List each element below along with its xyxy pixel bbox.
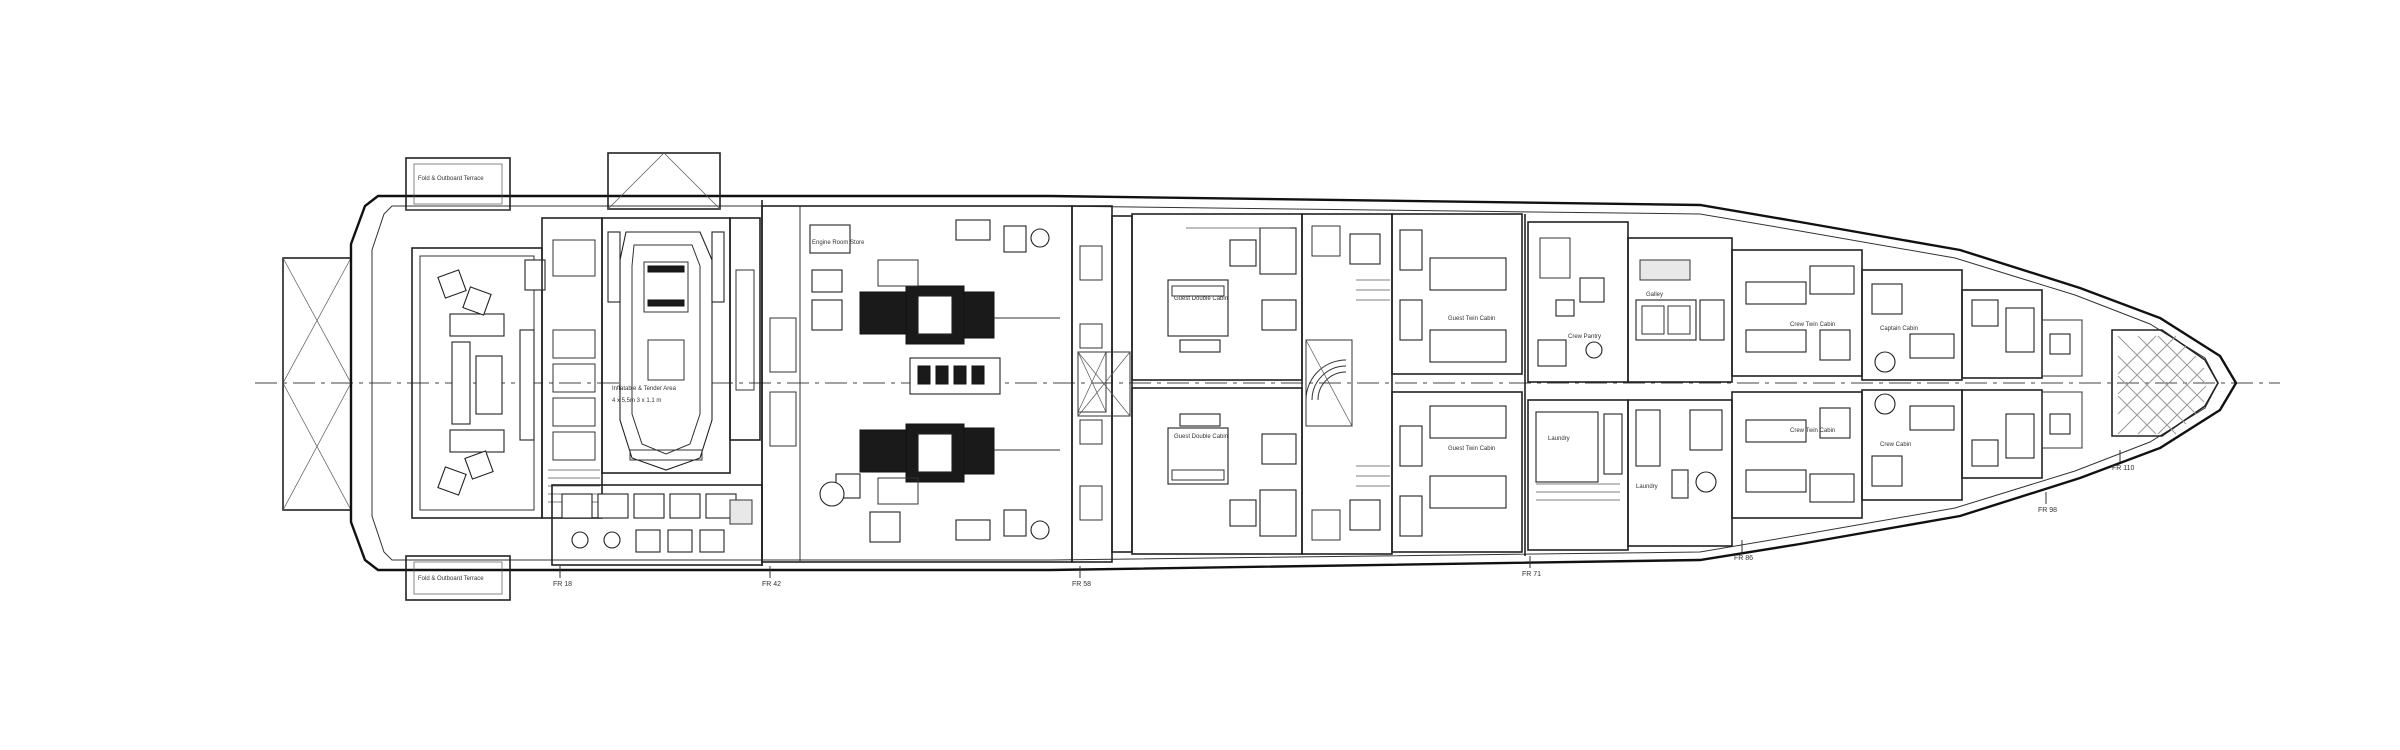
galley-lower-area xyxy=(1627,399,1733,547)
central-staircase xyxy=(1301,213,1393,555)
crew-cabin-stbd-label: Crew Twin Cabin xyxy=(1790,428,1835,434)
frame-label-6: FR 98 xyxy=(2038,507,2057,514)
swim-platform xyxy=(282,257,352,511)
galley-lower-label: Laundry xyxy=(1636,484,1658,490)
garage-door-hatch xyxy=(607,152,721,210)
crew-cabin-port xyxy=(1731,249,1863,377)
fwd-heads xyxy=(1961,289,2083,479)
laundry-label: Laundry xyxy=(1548,436,1570,442)
guest-cabin-port-label: Guest Double Cabin xyxy=(1174,296,1228,302)
cross-passage-hatch xyxy=(1077,351,1131,417)
frame-label-4: FR 71 xyxy=(1522,571,1541,578)
guest-cabin-port xyxy=(1131,213,1303,381)
frame-label-7: FR 110 xyxy=(2112,465,2135,472)
crew-pantry-area xyxy=(1527,221,1629,383)
frame-marks xyxy=(559,450,2121,578)
engine-room xyxy=(761,205,1073,563)
fwd-crew-cabin-label: Crew Cabin xyxy=(1880,442,1911,448)
guest-twin-cabin-stbd xyxy=(1391,391,1523,553)
crew-pantry-label: Crew Pantry xyxy=(1568,334,1601,340)
garage-side-console xyxy=(729,217,761,441)
fwd-crew-cabin xyxy=(1861,389,1963,501)
tender-garage xyxy=(601,217,731,474)
guest-cabin-stbd xyxy=(1131,387,1303,555)
side-terrace-bottom-label: Fold & Outboard Terrace xyxy=(418,576,484,582)
guest-twin-cabin-stbd-label: Guest Twin Cabin xyxy=(1448,446,1495,452)
galley-area xyxy=(1627,237,1733,383)
frame-label-3: FR 58 xyxy=(1072,581,1091,588)
side-terrace-top-label: Fold & Outboard Terrace xyxy=(418,176,484,182)
crew-cabin-port-label: Crew Twin Cabin xyxy=(1790,322,1835,328)
guest-twin-cabin-port-label: Guest Twin Cabin xyxy=(1448,316,1495,322)
guest-corridor-aft xyxy=(1079,215,1133,553)
anchor-locker xyxy=(2111,329,2219,437)
crew-cabin-stbd xyxy=(1731,391,1863,519)
engine-room-label: Engine Room Store xyxy=(812,240,865,246)
guest-cabin-stbd-label: Guest Double Cabin xyxy=(1174,434,1228,440)
captain-cabin-label: Captain Cabin xyxy=(1880,326,1918,332)
side-terrace-top xyxy=(405,157,511,211)
tender-garage-label: Inflatable & Tender Area xyxy=(612,386,677,392)
frame-label-5: FR 86 xyxy=(1734,555,1753,562)
guest-twin-cabin-port xyxy=(1391,213,1523,375)
side-terrace-bottom xyxy=(405,555,511,601)
tender-garage-sublabel: 4 x 5,5m 3 x 1.1 m xyxy=(612,398,661,404)
frame-label-1: FR 18 xyxy=(553,581,572,588)
galley-label: Galley xyxy=(1646,292,1663,298)
aft-stores xyxy=(541,217,603,519)
captain-cabin xyxy=(1861,269,1963,381)
hull-outline xyxy=(349,194,2238,572)
laundry-area xyxy=(1527,399,1629,551)
aft-lounge xyxy=(411,247,546,519)
frame-label-2: FR 42 xyxy=(762,581,781,588)
aft-lower-services xyxy=(551,484,763,566)
